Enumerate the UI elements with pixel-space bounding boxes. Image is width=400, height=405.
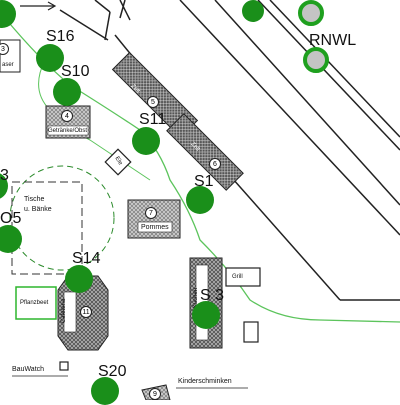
marker-s11-dot[interactable] (132, 127, 160, 155)
marker-s12-dot[interactable] (186, 186, 214, 214)
marker-left-3-label: 3 (0, 167, 9, 184)
rnwl-label: RNWL (309, 32, 357, 49)
pommes-number: 7 (145, 207, 157, 219)
small-box (243, 321, 259, 343)
tische-label-line1: Tische (24, 196, 45, 203)
rnwl-marker-top[interactable] (298, 0, 324, 26)
cafeteria-number: 11 (80, 306, 92, 318)
marker-s14-dot[interactable] (65, 265, 93, 293)
kinderschminken-label: Kinderschminken (178, 378, 232, 385)
tische-area-circle (9, 165, 115, 271)
marker-s10-dot[interactable] (53, 78, 81, 106)
marker-s11-label: S11 (139, 111, 167, 128)
bauwatch-icon (59, 361, 69, 371)
marker-o5-label: O5 (0, 210, 22, 227)
stall-6 (166, 113, 244, 191)
marker-s20-dot[interactable] (91, 377, 119, 405)
stall-5-number: 5 (147, 96, 159, 108)
bauwatch-label: BauWatch (12, 366, 45, 373)
tische-label-line2: u. Bänke (24, 206, 52, 213)
stall-6-number: 6 (209, 158, 221, 170)
top-left-number: 3 (0, 43, 9, 55)
marker-s14-label: S14 (72, 250, 101, 267)
grill-box (225, 267, 261, 287)
road-arrow (20, 1, 57, 11)
marker-top-right-dot[interactable] (242, 0, 264, 22)
marker-s13-dot[interactable] (192, 301, 220, 329)
marker-s13-label: S 3 (200, 287, 225, 304)
marker-s20-label: S20 (98, 363, 127, 380)
ele-box (104, 148, 132, 176)
bottom-stall-number: 9 (149, 388, 161, 400)
grill-label: Grill (232, 274, 243, 280)
getraenke-number: 4 (61, 110, 73, 122)
road-lines (59, 0, 400, 301)
cafeteria-label: Cafeteria (61, 298, 68, 324)
marker-top-left-dot[interactable] (0, 0, 16, 28)
rnwl-marker-bottom[interactable] (303, 47, 329, 73)
marker-s16-dot[interactable] (36, 44, 64, 72)
pflanzbeet-bed (15, 286, 57, 320)
marker-left-3-dot[interactable] (0, 172, 8, 200)
marker-o5-dot[interactable] (0, 225, 22, 253)
getraenke-label: Getränke/Obst (48, 128, 88, 134)
pommes-stall (127, 199, 181, 239)
top-left-label: aser (2, 62, 14, 68)
pflanzbeet-label: Pflanzbeet (20, 300, 49, 306)
marker-s10-label: S10 (61, 63, 90, 80)
marker-s16-label: S16 (46, 28, 75, 45)
marker-s12-label: S1 (194, 173, 214, 190)
pommes-label: Pommes (141, 224, 169, 231)
